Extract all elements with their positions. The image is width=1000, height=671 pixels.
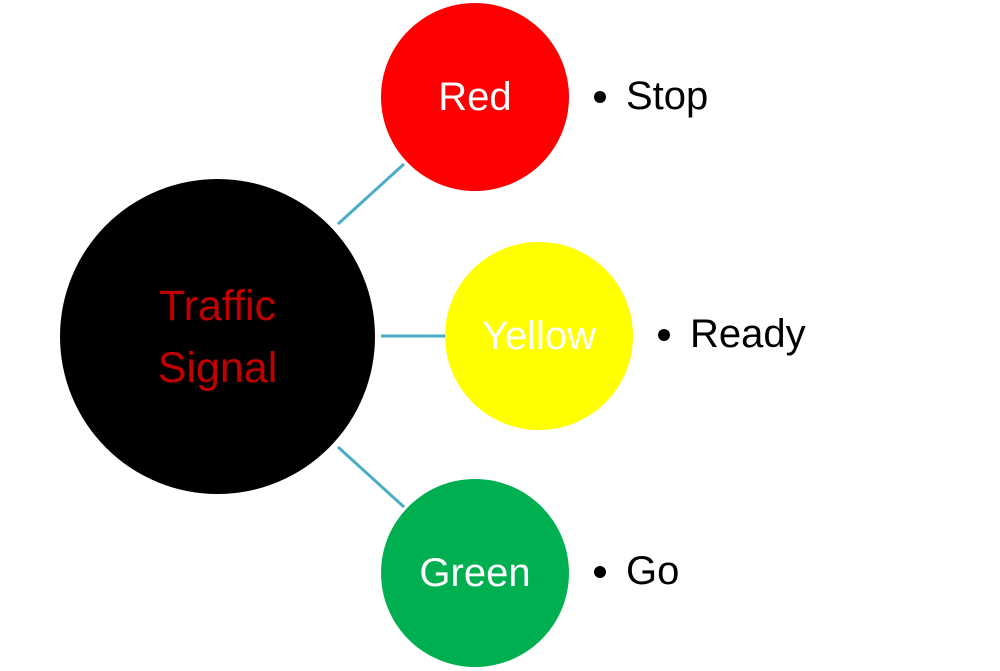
meaning-stop: Stop [594, 74, 708, 119]
green-light-label: Green [419, 550, 531, 595]
meaning-ready-text: Ready [690, 312, 806, 356]
hub-label: Traffic Signal [158, 275, 278, 399]
meaning-go: Go [594, 549, 679, 594]
hub-label-line-2: Signal [157, 343, 278, 392]
yellow-light-label: Yellow [481, 313, 597, 358]
hub-label-line-1: Traffic [158, 281, 277, 330]
traffic-signal-hub: Traffic Signal [60, 179, 375, 494]
red-light-label: Red [438, 74, 512, 119]
meaning-stop-text: Stop [626, 74, 709, 118]
connector-red [336, 162, 406, 226]
connector-green [336, 445, 406, 509]
red-light-node: Red [381, 3, 569, 191]
green-light-node: Green [381, 479, 569, 667]
bullet-dot-icon [658, 328, 670, 341]
yellow-light-node: Yellow [445, 242, 633, 430]
bullet-dot-icon [594, 90, 606, 103]
meaning-go-text: Go [626, 549, 680, 593]
bullet-dot-icon [594, 565, 606, 578]
meaning-ready: Ready [658, 312, 806, 357]
